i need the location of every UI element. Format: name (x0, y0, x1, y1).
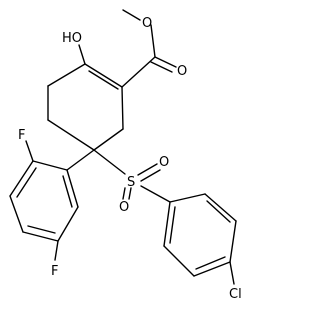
molecule-structure: HO O O S O O F F Cl (9, 9, 242, 302)
bond-c4-aryl (66, 149, 95, 171)
structure-canvas: HO O O S O O F F Cl (9, 9, 242, 302)
sulfonyl-oxygen-bottom-label: O (119, 200, 129, 215)
bond-dfph-3 (9, 195, 24, 233)
bond-clph-1 (169, 193, 206, 203)
bond-methyl-o (122, 9, 141, 21)
bond-c-f-bottom (54, 240, 59, 261)
bond-ring-c1-c2 (84, 63, 123, 88)
bond-dfph-4 (22, 231, 59, 242)
bond-c4-s (93, 149, 126, 175)
carbonyl-oxygen-label: O (177, 64, 187, 79)
bond-clph-2 (204, 193, 237, 222)
bond-s-o-bottom-1 (122, 187, 126, 200)
bond-s-o-right-1 (137, 163, 158, 176)
bond-c-cl (229, 261, 235, 285)
hydroxyl-label: HO (62, 31, 82, 46)
bond-carbonyl-2 (150, 61, 173, 73)
bond-dfph-1 (32, 160, 68, 171)
fluorine-bottom-label: F (51, 264, 58, 279)
bond-dfph-inner-1 (16, 167, 37, 198)
sulfur-label: S (127, 175, 135, 190)
sulfonyl-oxygen-right-label: O (159, 155, 169, 170)
bond-ring-c2-c3 (121, 86, 124, 130)
bond-s-o-bottom-2 (128, 187, 132, 200)
chlorine-label: Cl (229, 287, 242, 302)
bond-clph-inner-2 (195, 256, 226, 270)
bond-dfph-5 (57, 206, 79, 242)
bond-ester-o-c (150, 24, 156, 58)
bond-s-aryl (140, 185, 171, 203)
bond-ring-c3-c4 (93, 128, 124, 151)
bond-clph-3 (229, 220, 237, 263)
bond-ester-ring (121, 56, 156, 88)
bond-dfph-inner-2 (27, 225, 56, 234)
fluorine-top-label: F (18, 128, 25, 143)
bond-ring-c1-c2-inner (88, 70, 119, 90)
bond-ring-c4-c5 (47, 119, 95, 151)
bond-dfph-6 (66, 169, 79, 208)
bond-clph-inner-1 (206, 200, 231, 223)
ester-oxygen-label: O (142, 16, 152, 31)
bond-clph-4 (193, 261, 231, 277)
bond-dfph-inner-3 (62, 175, 73, 208)
bond-s-o-right-2 (140, 169, 161, 182)
bond-dfph-2 (9, 160, 34, 197)
bond-clph-5 (163, 245, 195, 277)
bond-clph-inner-3 (169, 206, 176, 244)
bond-ring-c6-c1 (47, 63, 86, 87)
bond-c1-oh (78, 44, 86, 65)
bond-carbonyl-1 (154, 56, 177, 68)
bond-clph-6 (163, 201, 171, 247)
bond-c-f-top (25, 140, 34, 162)
